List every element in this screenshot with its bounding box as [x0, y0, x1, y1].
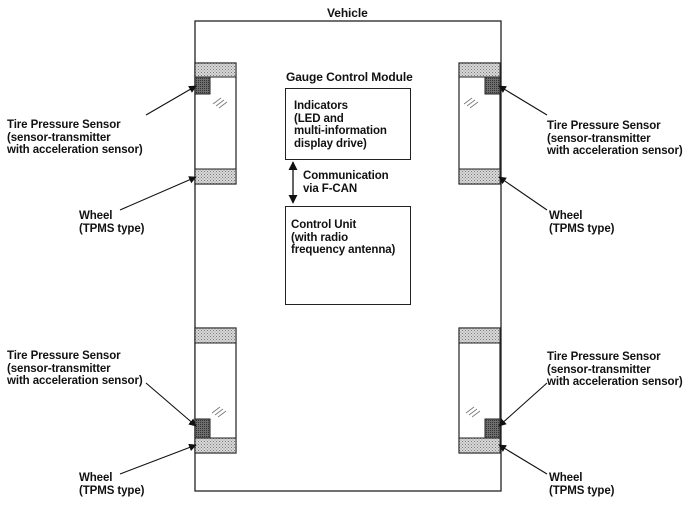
- wheel-front-right: [458, 62, 501, 185]
- control-unit-label: Control Unit (with radio frequency anten…: [291, 219, 396, 256]
- indicators-label: Indicators (LED and multi-information di…: [294, 100, 387, 150]
- control-unit-box: [285, 206, 411, 305]
- arrow-sensor-front-right: [498, 85, 548, 116]
- vehicle-title: Vehicle: [327, 6, 368, 20]
- wheel-label-rear-right: Wheel (TPMS type): [549, 472, 615, 497]
- arrow-wheel-rear-left: [119, 443, 197, 475]
- wheel-rear-right: [458, 327, 501, 454]
- module-title: Gauge Control Module: [286, 70, 413, 84]
- communication-label: Communication via F-CAN: [303, 170, 389, 195]
- wheel-rear-left: [194, 327, 237, 454]
- wheel-label-rear-left: Wheel (TPMS type): [79, 472, 145, 497]
- arrow-wheel-front-left: [119, 176, 197, 211]
- indicators-box: [285, 88, 411, 160]
- sensor-label-rear-right: Tire Pressure Sensor (sensor-transmitter…: [547, 351, 683, 388]
- arrow-sensor-rear-left: [145, 382, 197, 427]
- wheel-label-front-left: Wheel (TPMS type): [79, 210, 145, 235]
- vehicle-outline: [194, 20, 502, 492]
- wheel-front-left: [194, 62, 237, 185]
- arrow-sensor-rear-right: [498, 382, 548, 427]
- sensor-label-rear-left: Tire Pressure Sensor (sensor-transmitter…: [7, 350, 143, 387]
- arrow-wheel-front-right: [498, 176, 548, 211]
- arrow-sensor-front-left: [145, 85, 197, 116]
- sensor-label-front-left: Tire Pressure Sensor (sensor-transmitter…: [7, 119, 143, 156]
- tire-sensor-rear-right: [484, 418, 501, 439]
- sensor-label-front-right: Tire Pressure Sensor (sensor-transmitter…: [547, 120, 683, 157]
- wheel-label-front-right: Wheel (TPMS type): [549, 210, 615, 235]
- tire-sensor-front-left: [194, 76, 211, 95]
- tire-sensor-front-right: [484, 76, 501, 95]
- arrow-wheel-rear-right: [498, 444, 548, 475]
- tire-sensor-rear-left: [194, 418, 211, 439]
